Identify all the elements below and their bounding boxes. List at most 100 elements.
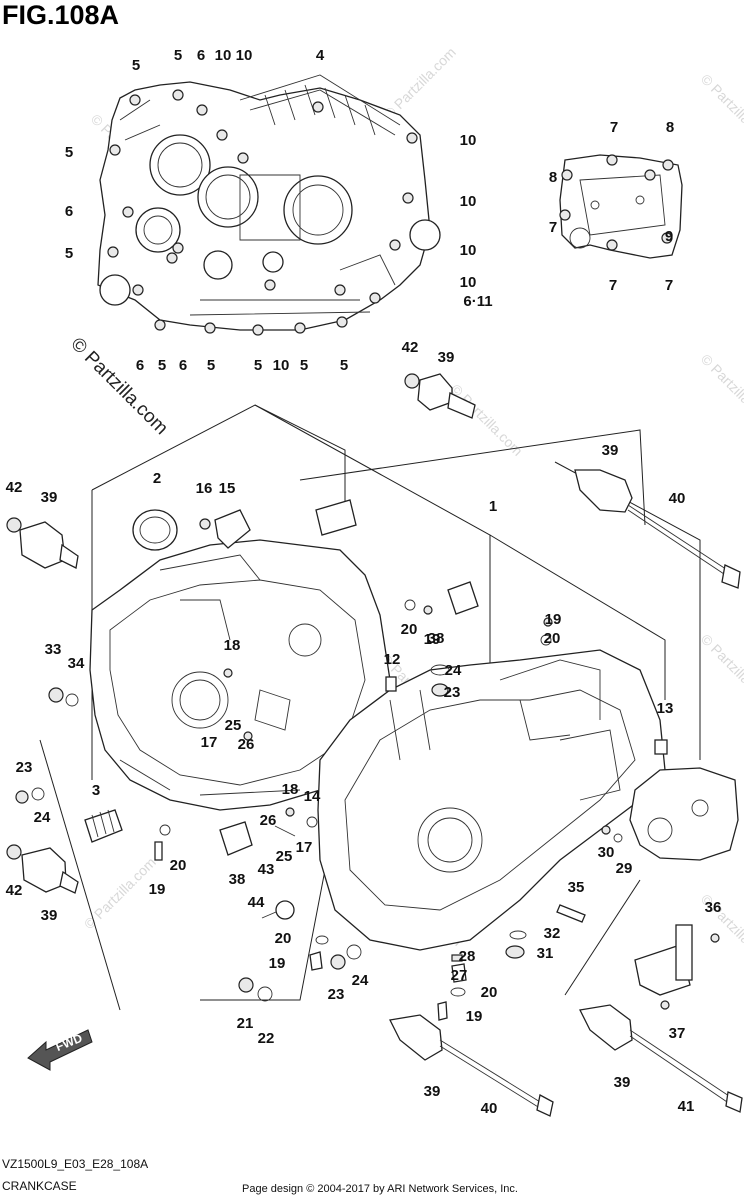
watermark-text: © Partzilla.com — [81, 854, 159, 932]
model-code: VZ1500L9_E03_E28_108A — [2, 1157, 148, 1171]
part-callout: 9 — [665, 228, 673, 245]
part-callout: 7 — [549, 219, 557, 236]
part-callout: 23 — [444, 684, 461, 701]
part-callout: 12 — [384, 651, 401, 668]
loose-parts — [6, 373, 743, 1117]
watermark-text: © Partzilla.com — [698, 631, 744, 709]
part-callout: 5 — [207, 357, 215, 374]
part-callout: 10 — [460, 274, 477, 291]
section-name: CRANKCASE — [2, 1179, 77, 1193]
watermark-text-large: © Partzilla.com — [66, 334, 171, 439]
part-callout: 43 — [258, 861, 275, 878]
part-callout: 7 — [610, 119, 618, 136]
part-callout: 19 — [149, 881, 166, 898]
watermark-text: © Partzilla.com — [381, 44, 459, 122]
part-callout: 32 — [544, 925, 561, 942]
part-callout: 6 — [65, 203, 73, 220]
part-callout: 2 — [153, 470, 161, 487]
part-callout: 17 — [201, 734, 218, 751]
part-callout: 20 — [401, 621, 418, 638]
part-callout: 14 — [304, 788, 321, 805]
part-callout: 18 — [282, 781, 299, 798]
part-callout: 38 — [229, 871, 246, 888]
part-callout: 19 — [424, 631, 441, 648]
part-callout: 31 — [537, 945, 554, 962]
part-callout: 34 — [68, 655, 85, 672]
part-callout: 8 — [549, 169, 557, 186]
part-callout: 10 — [273, 357, 290, 374]
part-callout: 29 — [616, 860, 633, 877]
part-callout: 24 — [352, 972, 369, 989]
part-callout: 4 — [316, 47, 325, 64]
watermark-text: © Partzilla.com — [698, 71, 744, 149]
bolt-holes — [107, 89, 418, 336]
part-callout: 19 — [269, 955, 286, 972]
part-callout: 39 — [41, 907, 58, 924]
part-callout: 26 — [260, 812, 277, 829]
part-callout: 5 — [174, 47, 182, 64]
crankcase-top-view — [97, 74, 441, 336]
part-callout: 6 — [179, 357, 187, 374]
part-callout: 26 — [238, 736, 255, 753]
part-callout: 15 — [219, 480, 236, 497]
figure-title: FIG.108A — [2, 0, 119, 30]
part-callout: 38 — [428, 630, 445, 647]
part-callout: 28 — [459, 948, 476, 965]
part-callout: 40 — [669, 490, 686, 507]
part-callout: 20 — [481, 984, 498, 1001]
part-callout: 3 — [92, 782, 100, 799]
part-callout: 10 — [460, 242, 477, 259]
part-callout: 42 — [6, 882, 23, 899]
part-callout: 36 — [705, 899, 722, 916]
part-callout: 39 — [424, 1083, 441, 1100]
part-callout: 16 — [196, 480, 213, 497]
part-callout: 42 — [402, 339, 419, 356]
part-callout: 23 — [328, 986, 345, 1003]
part-callout: 25 — [276, 848, 293, 865]
part-callout: 10 — [460, 132, 477, 149]
part-callout: 25 — [225, 717, 242, 734]
part-callout: 19 — [466, 1008, 483, 1025]
part-callout: 33 — [45, 641, 62, 658]
part-callout: 6 — [136, 357, 144, 374]
part-callout: 5 — [340, 357, 348, 374]
part-callout: 35 — [568, 879, 585, 896]
part-callout: 10 — [460, 193, 477, 210]
part-callout: 44 — [248, 894, 265, 911]
part-callout: 40 — [481, 1100, 498, 1117]
part-callout: 18 — [224, 637, 241, 654]
part-callout: 20 — [275, 930, 292, 947]
part-callout: 19 — [545, 611, 562, 628]
part-callout: 8 — [666, 119, 674, 136]
part-callout: 20 — [170, 857, 187, 874]
part-callout: 41 — [678, 1098, 695, 1115]
part-callout: 23 — [16, 759, 33, 776]
part-callout: 5 — [158, 357, 166, 374]
part-callout: 1 — [489, 498, 497, 515]
part-callout: 37 — [669, 1025, 686, 1042]
part-callout: 24 — [445, 662, 462, 679]
watermark-text: © Partzilla.com — [448, 381, 526, 459]
part-callout: 30 — [598, 844, 615, 861]
part-callout: 5 — [65, 144, 73, 161]
part-callout: 17 — [296, 839, 313, 856]
watermark-text: © Partzilla.com — [698, 351, 744, 429]
part-callout: 10 — [215, 47, 232, 64]
forward-arrow-icon: FWD — [27, 1029, 93, 1071]
part-callout: 24 — [34, 809, 51, 826]
part-callout: 27 — [451, 967, 468, 984]
part-callout: 5 — [300, 357, 308, 374]
crankcase-assembly — [39, 404, 739, 1011]
part-callout: 42 — [6, 479, 23, 496]
copyright-credit: Page design © 2004-2017 by ARI Network S… — [242, 1183, 518, 1195]
part-callout: 7 — [665, 277, 673, 294]
part-callout: 22 — [258, 1030, 275, 1047]
part-callout: 7 — [609, 277, 617, 294]
part-callout: 5 — [132, 57, 140, 74]
part-callout: 6 — [197, 47, 205, 64]
part-callout: 39 — [602, 442, 619, 459]
part-callout: 13 — [657, 700, 674, 717]
part-callout: 5 — [65, 245, 73, 262]
cover-view — [559, 154, 683, 259]
